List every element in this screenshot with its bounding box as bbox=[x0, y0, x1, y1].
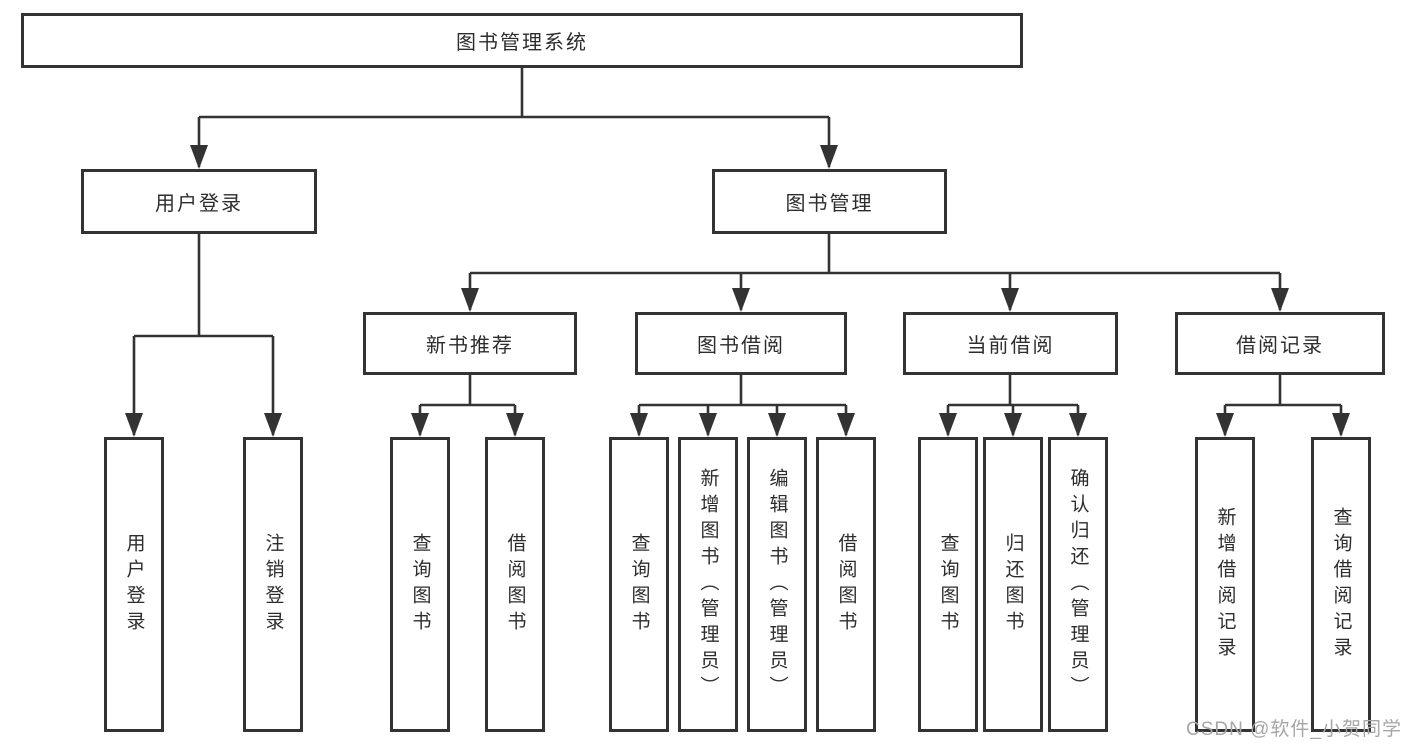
node-borrow-records: 借阅记录 bbox=[1175, 312, 1385, 375]
leaf-add-book-admin: 新增图书（管理员） bbox=[678, 437, 738, 732]
leaf-borrow-books-recommend: 借阅图书 bbox=[485, 437, 545, 732]
leaf-add-borrow-record: 新增借阅记录 bbox=[1195, 437, 1255, 732]
node-root: 图书管理系统 bbox=[21, 13, 1023, 68]
leaf-query-books-current: 查询图书 bbox=[918, 437, 978, 732]
node-new-book-recommend: 新书推荐 bbox=[363, 312, 577, 375]
node-current-borrow: 当前借阅 bbox=[903, 312, 1118, 375]
leaf-query-books-recommend: 查询图书 bbox=[390, 437, 450, 732]
leaf-edit-book-admin: 编辑图书（管理员） bbox=[747, 437, 807, 732]
leaf-logout: 注销登录 bbox=[243, 437, 303, 732]
arrowheads bbox=[125, 145, 1350, 437]
tree-edges bbox=[132, 66, 1343, 435]
leaf-query-books-borrow: 查询图书 bbox=[609, 437, 669, 732]
node-book-management: 图书管理 bbox=[712, 169, 947, 234]
node-user-login: 用户登录 bbox=[81, 169, 317, 234]
leaf-query-borrow-record: 查询借阅记录 bbox=[1311, 437, 1371, 732]
node-book-borrow: 图书借阅 bbox=[635, 312, 847, 375]
leaf-user-login: 用户登录 bbox=[104, 437, 164, 732]
leaf-return-book: 归还图书 bbox=[983, 437, 1043, 732]
csdn-watermark: CSDN @软件_小贺同学 bbox=[1186, 719, 1402, 740]
leaf-borrow-books: 借阅图书 bbox=[816, 437, 876, 732]
leaf-confirm-return-admin: 确认归还（管理员） bbox=[1048, 437, 1108, 732]
